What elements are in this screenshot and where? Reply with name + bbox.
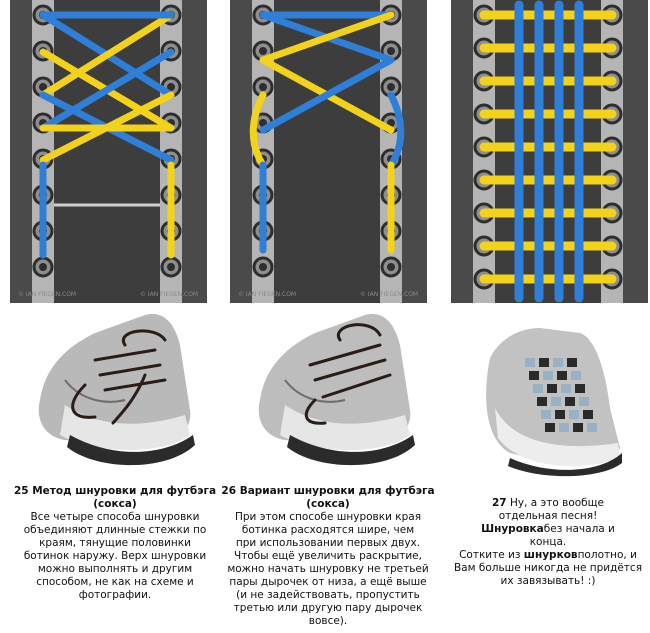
woven-lace-cell	[557, 371, 567, 380]
woven-lace-cell	[561, 384, 571, 393]
watermark: © IAN FIEGEN.COM	[18, 291, 76, 298]
woven-lace-cell	[569, 410, 579, 419]
woven-lace-cell	[587, 423, 597, 432]
woven-lace-cell	[545, 423, 555, 432]
eyelet-hole	[167, 83, 175, 91]
caption-title: 26 Вариант шнуровки для футбэга (сокса)	[221, 485, 435, 510]
caption-26: 26 Вариант шнуровки для футбэга (сокса) …	[218, 485, 438, 628]
eyelet-hole	[259, 263, 267, 271]
lacing-diagram-27	[451, 0, 648, 303]
eyelet-hole	[387, 83, 395, 91]
woven-lace-cell	[533, 384, 543, 393]
woven-lace-cell	[525, 358, 535, 367]
eyelet-hole	[39, 83, 47, 91]
woven-lace-cell	[551, 397, 561, 406]
woven-lace-cell	[583, 410, 593, 419]
eyelet-hole	[39, 263, 47, 271]
woven-lace-cell	[555, 410, 565, 419]
caption-body: Все четыре способа шнуровки объединяют д…	[23, 511, 207, 601]
woven-lace-cell	[547, 384, 557, 393]
caption-body: Чтобы ещё увеличить раскрытие, можно нач…	[227, 550, 429, 627]
woven-lace-cell	[565, 397, 575, 406]
woven-lace-cell	[559, 423, 569, 432]
watermark: © IAN FIEGEN.COM	[140, 291, 198, 298]
woven-lace-cell	[539, 358, 549, 367]
eyelet-hole	[259, 47, 267, 55]
caption-body: Сотките из шнурковполотно, и Вам больше …	[453, 549, 643, 587]
woven-lace-cell	[573, 423, 583, 432]
woven-lace-cell	[575, 384, 585, 393]
shoe-photo-27	[470, 318, 630, 478]
watermark: © IAN FIEGEN.COM	[360, 291, 418, 298]
lacing-diagram-26: © IAN FIEGEN.COM © IAN FIEGEN.COM	[230, 0, 427, 303]
woven-lace-cell	[553, 358, 563, 367]
woven-lace-cell	[579, 397, 589, 406]
caption-title: 25 Метод шнуровки для футбэга (сокса)	[13, 485, 217, 510]
caption-27: 27 Ну, а это вообще отдельная песня! Шну…	[448, 497, 648, 588]
eyelet-hole	[167, 263, 175, 271]
woven-lace-cell	[529, 371, 539, 380]
woven-lace-cell	[571, 371, 581, 380]
caption-25: 25 Метод шнуровки для футбэга (сокса) Вс…	[5, 485, 225, 602]
shoe-photo-26	[245, 305, 425, 475]
watermark: © IAN FIEGEN.COM	[238, 291, 296, 298]
shoe-photo-25	[25, 305, 205, 475]
woven-lace-cell	[541, 410, 551, 419]
caption-body: При этом способе шнуровки края ботинка р…	[234, 511, 422, 549]
woven-lace-cell	[567, 358, 577, 367]
eyelet-hole	[387, 263, 395, 271]
caption-body: 27 Ну, а это вообще отдельная песня! Шну…	[481, 497, 615, 548]
lacing-diagram-25: © IAN FIEGEN.COM © IAN FIEGEN.COM	[10, 0, 207, 303]
eyelet-hole	[387, 47, 395, 55]
eyelet-hole	[259, 83, 267, 91]
woven-lace-cell	[543, 371, 553, 380]
woven-lace-cell	[537, 397, 547, 406]
